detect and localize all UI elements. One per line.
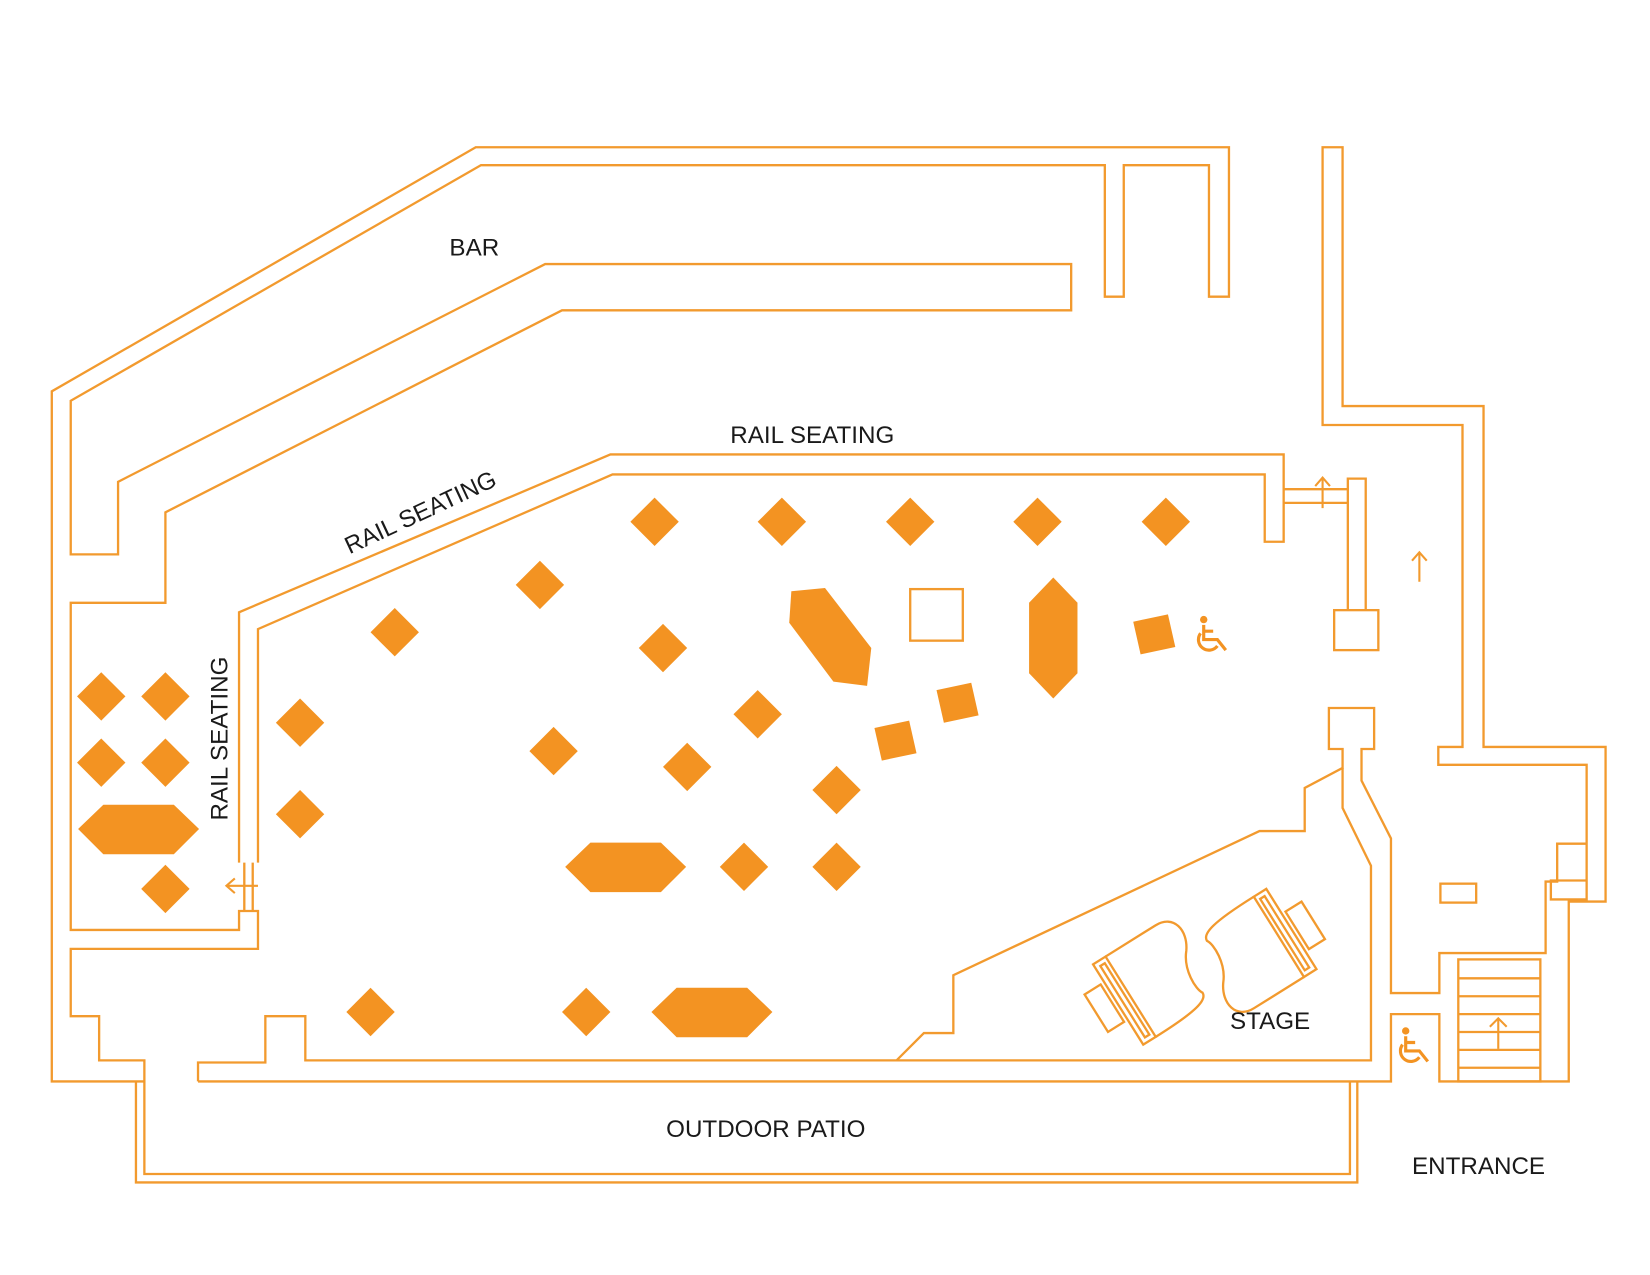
square-table-outline[interactable] (909, 587, 964, 642)
outdoor-patio-outline (134, 1081, 1359, 1184)
label-rail-seating-left: RAIL SEATING (206, 657, 233, 821)
long-table[interactable] (789, 588, 872, 686)
long-table[interactable] (78, 804, 200, 855)
wheelchair-icon (1398, 1027, 1430, 1064)
long-table[interactable] (1029, 577, 1078, 699)
table[interactable] (812, 842, 861, 892)
arrow-left-icon (224, 877, 258, 894)
tables (77, 497, 1191, 1038)
stage-inner-wall (896, 767, 1373, 1062)
east-column (1346, 477, 1367, 611)
table[interactable] (529, 726, 578, 776)
table[interactable] (662, 742, 712, 792)
grand-piano-icon (1082, 920, 1205, 1047)
stairs-arrow-icon (1489, 1016, 1508, 1049)
square-table[interactable] (874, 720, 917, 761)
long-table[interactable] (651, 987, 773, 1038)
table[interactable] (141, 738, 190, 787)
label-entrance: ENTRANCE (1412, 1153, 1545, 1180)
label-rail-seating-top: RAIL SEATING (730, 422, 894, 449)
table[interactable] (733, 690, 782, 739)
table[interactable] (638, 623, 688, 673)
table[interactable] (141, 864, 190, 914)
small-counter (1439, 882, 1478, 904)
grand-piano-icon (1204, 887, 1327, 1014)
table[interactable] (515, 560, 565, 610)
table[interactable] (275, 698, 325, 747)
table[interactable] (719, 842, 769, 892)
inner-room-wall (237, 453, 1285, 863)
stairs-icon (1457, 958, 1542, 1083)
table[interactable] (757, 497, 807, 546)
label-outdoor-patio: OUTDOOR PATIO (666, 1116, 865, 1143)
table[interactable] (275, 790, 325, 839)
table[interactable] (562, 987, 611, 1037)
label-stage: STAGE (1230, 1008, 1310, 1035)
wheelchair-icon (1196, 615, 1228, 652)
table[interactable] (886, 497, 935, 546)
table[interactable] (77, 672, 126, 721)
outer-wall (50, 146, 1231, 1083)
table[interactable] (812, 765, 861, 815)
east-doorway (1283, 488, 1348, 505)
table[interactable] (1141, 497, 1191, 546)
main-room-south-wall (196, 146, 1607, 1083)
arrow-up-icon (1314, 476, 1331, 509)
square-table[interactable] (1133, 614, 1176, 655)
table[interactable] (346, 987, 395, 1037)
table[interactable] (370, 608, 419, 657)
east-column-base (1333, 608, 1380, 652)
arrow-up-icon (1411, 550, 1428, 582)
table[interactable] (141, 672, 190, 721)
label-bar: BAR (449, 235, 499, 262)
square-table[interactable] (936, 682, 979, 723)
walls (50, 146, 1607, 1184)
label-rail-seating-diagonal: RAIL SEATING (341, 466, 501, 560)
table[interactable] (630, 497, 679, 546)
long-table[interactable] (565, 842, 687, 893)
table[interactable] (1013, 497, 1062, 546)
table[interactable] (77, 738, 126, 787)
